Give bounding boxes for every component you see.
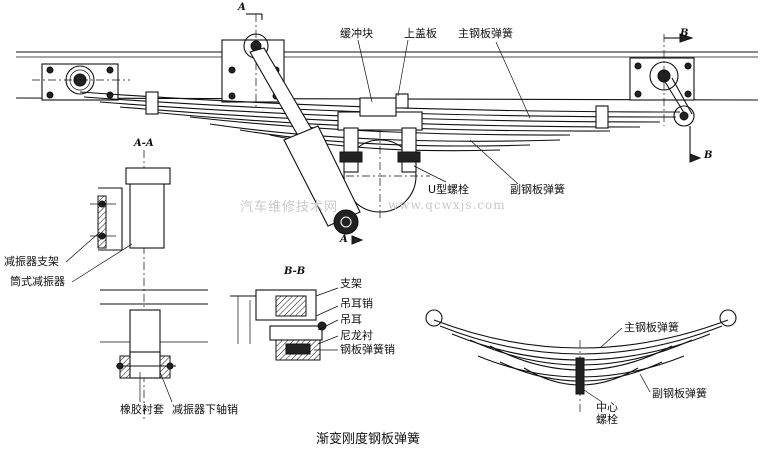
label-shackle: 吊耳 — [340, 313, 362, 326]
label-auxiliary-leaf-spring-top: 副钢板弹簧 — [510, 183, 565, 196]
view-label-aa: A-A — [134, 138, 154, 149]
label-tubular-shock-absorber: 筒式减振器 — [10, 275, 65, 288]
section-aa-view — [90, 150, 208, 420]
label-upper-cover-plate: 上盖板 — [404, 27, 437, 40]
label-auxiliary-leaf-spring-right: 副钢板弹簧 — [652, 387, 707, 400]
section-arrows — [261, 14, 702, 245]
section-mark-b-top: B — [680, 28, 689, 39]
label-shock-absorber-bracket: 减振器支架 — [4, 255, 59, 268]
watermark-cn: 汽车维修技术网 — [240, 200, 339, 215]
label-rubber-bushing: 橡胶衬套 — [120, 403, 164, 416]
label-shackle-pin: 吊耳销 — [340, 297, 373, 310]
label-shock-absorber-lower-pin: 减振器下轴销 — [172, 403, 238, 416]
label-center-bolt-line2: 螺栓 — [596, 413, 618, 426]
rear-bracket — [629, 34, 695, 127]
view-label-bb: B-B — [284, 266, 306, 277]
label-buffer-block: 缓冲块 — [340, 27, 373, 40]
label-main-leaf-spring-right: 主钢板弹簧 — [624, 321, 679, 334]
label-center-bolt-line1: 中心 — [596, 401, 618, 414]
shock-absorber — [249, 47, 361, 235]
label-bracket: 支架 — [340, 277, 362, 290]
spring-clips — [145, 91, 609, 129]
gradual-stiffness-spring — [425, 309, 737, 412]
axle-assembly — [330, 93, 430, 220]
section-bb-view — [230, 289, 327, 361]
section-mark-a-bottom: A — [340, 234, 348, 245]
label-nylon-bushing: 尼龙衬 — [340, 329, 373, 342]
label-leaf-spring-pin: 钢板弹簧销 — [340, 343, 395, 356]
watermark-url: www.qcwxjs.com — [388, 198, 506, 212]
leader-lines — [65, 39, 651, 403]
section-mark-a-top: A — [238, 2, 246, 13]
front-hanger-bracket — [32, 63, 130, 101]
section-mark-b-bottom: B — [704, 150, 713, 161]
figure-caption: 渐变刚度钢板弹簧 — [316, 432, 421, 447]
label-u-bolt: U型螺栓 — [428, 183, 470, 196]
label-main-leaf-spring-top: 主钢板弹簧 — [458, 27, 513, 40]
